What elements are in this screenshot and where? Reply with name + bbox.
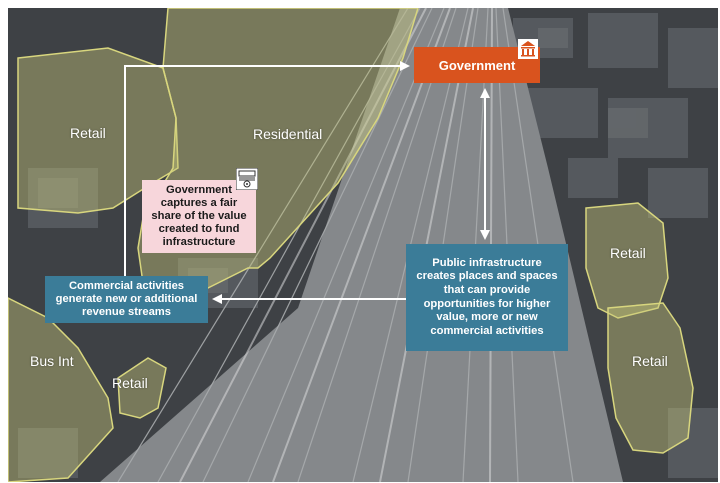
government-building-icon <box>518 39 538 59</box>
zone-label-bus-int: Bus Int <box>30 353 74 369</box>
zone-label-retail-right-lower: Retail <box>632 353 668 369</box>
public-infrastructure-box: Public infrastructure creates places and… <box>406 244 568 351</box>
diagram-frame: Retail Residential Retail Retail Bus Int… <box>8 8 718 482</box>
zone-label-retail-top-left: Retail <box>70 125 106 141</box>
zone-label-residential: Residential <box>253 126 322 142</box>
zone-label-retail-right-upper: Retail <box>610 245 646 261</box>
captures-value-box: Government captures a fair share of the … <box>142 180 256 253</box>
zone-label-retail-bottom-left: Retail <box>112 375 148 391</box>
commercial-activities-box: Commercial activities generate new or ad… <box>45 276 208 323</box>
cash-register-icon <box>236 168 258 190</box>
